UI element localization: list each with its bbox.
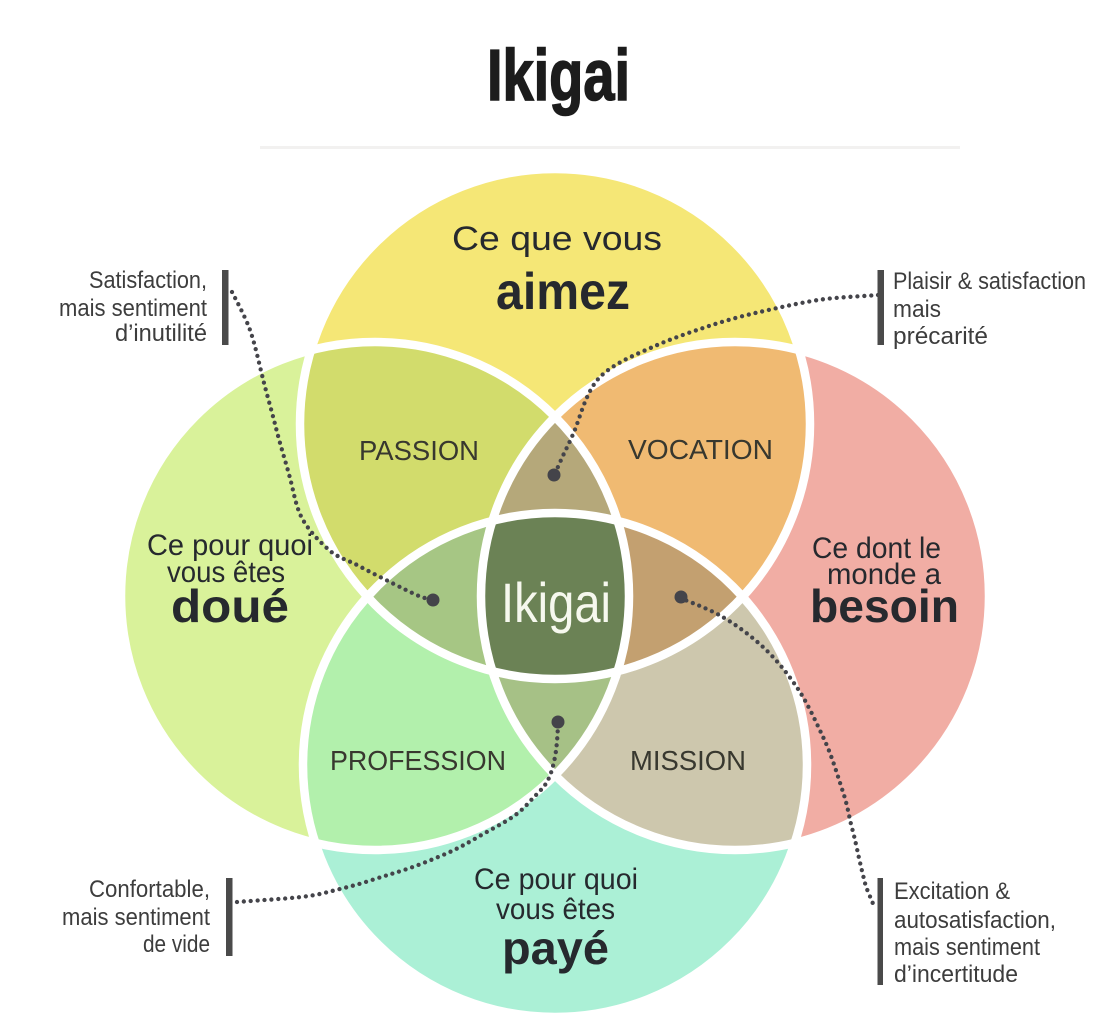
svg-text:autosatisfaction,: autosatisfaction,	[894, 907, 1056, 934]
svg-text:de vide: de vide	[143, 931, 210, 958]
svg-text:Plaisir & satisfaction: Plaisir & satisfaction	[893, 268, 1086, 295]
svg-text:d’inutilité: d’inutilité	[115, 320, 207, 347]
svg-text:PASSION: PASSION	[359, 435, 479, 466]
svg-text:VOCATION: VOCATION	[628, 434, 773, 465]
svg-text:Ce dont le: Ce dont le	[812, 532, 941, 565]
svg-text:Excitation &: Excitation &	[894, 878, 1010, 905]
svg-text:monde a: monde a	[827, 558, 941, 591]
svg-text:vous êtes: vous êtes	[496, 893, 615, 926]
svg-text:doué: doué	[171, 580, 289, 632]
svg-text:Ce pour quoi: Ce pour quoi	[474, 863, 638, 896]
svg-text:Ce que vous: Ce que vous	[452, 220, 662, 258]
svg-text:Satisfaction,: Satisfaction,	[89, 267, 207, 294]
svg-text:aimez: aimez	[496, 263, 630, 321]
svg-text:PROFESSION: PROFESSION	[330, 745, 506, 776]
svg-text:MISSION: MISSION	[630, 745, 746, 776]
svg-text:Ikigai: Ikigai	[501, 571, 611, 634]
svg-text:Ce pour quoi: Ce pour quoi	[147, 529, 313, 562]
svg-text:mais: mais	[893, 296, 941, 323]
svg-text:mais sentiment: mais sentiment	[894, 934, 1040, 961]
svg-text:d’incertitude: d’incertitude	[894, 961, 1018, 988]
svg-text:précarité: précarité	[893, 323, 988, 350]
svg-text:Confortable,: Confortable,	[89, 876, 210, 903]
svg-text:Ikigai: Ikigai	[487, 36, 630, 116]
svg-text:mais sentiment: mais sentiment	[59, 295, 207, 322]
svg-text:mais sentiment: mais sentiment	[62, 904, 210, 931]
svg-text:vous êtes: vous êtes	[167, 556, 285, 589]
svg-text:payé: payé	[502, 922, 609, 974]
svg-text:besoin: besoin	[810, 580, 959, 632]
